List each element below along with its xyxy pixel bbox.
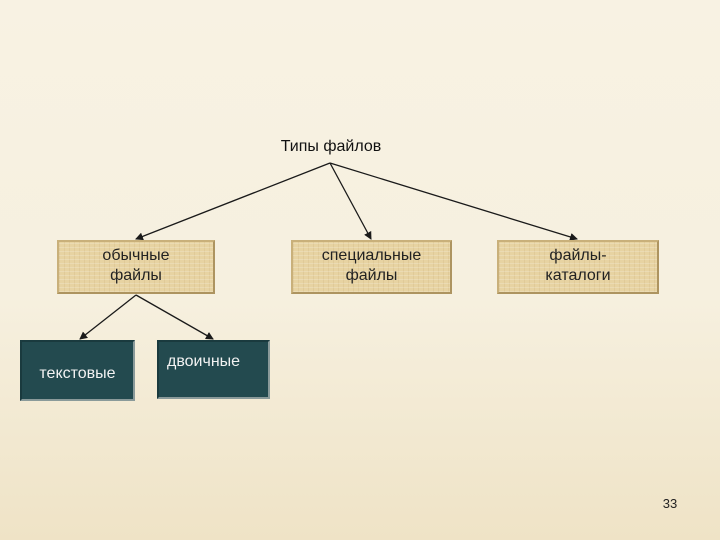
- diagram-root-title: Типы файлов: [280, 138, 382, 155]
- connector-regular-binary: [135, 294, 214, 340]
- node-regular-files-line1: обычные: [102, 247, 170, 264]
- connector-root-regular: [135, 162, 331, 241]
- connector-root-catalogs: [329, 162, 578, 241]
- node-text-files-label: текстовые: [39, 365, 116, 382]
- node-special-files: специальные файлы: [291, 240, 452, 294]
- node-binary-files: двоичные: [157, 340, 270, 399]
- connector-root-special: [329, 162, 372, 240]
- node-binary-files-label: двоичные: [167, 353, 241, 370]
- node-special-files-line1: специальные: [321, 247, 422, 264]
- node-directory-files-line2: каталоги: [545, 267, 611, 284]
- node-directory-files-line1: файлы-: [549, 247, 607, 264]
- node-regular-files: обычные файлы: [57, 240, 215, 294]
- node-directory-files: файлы- каталоги: [497, 240, 659, 294]
- page-number: 33: [662, 496, 678, 511]
- node-regular-files-line2: файлы: [110, 267, 162, 284]
- node-text-files: текстовые: [20, 340, 135, 401]
- connector-regular-text: [79, 294, 137, 340]
- node-special-files-line2: файлы: [345, 267, 398, 284]
